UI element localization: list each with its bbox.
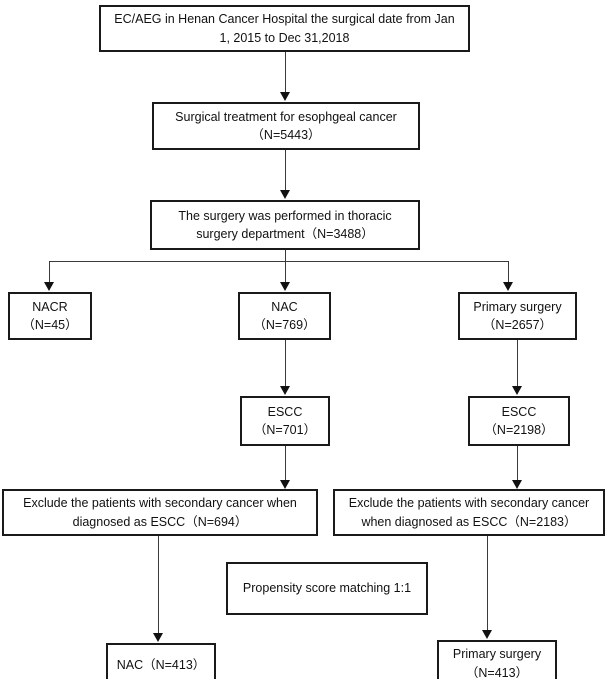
connector-escc-primary-to-exclusion [517, 446, 518, 481]
node-surgical-treatment-label: Surgical treatment for esophgeal cancer … [175, 109, 397, 142]
connector-split-stem [285, 250, 286, 261]
connector-surgical-to-thoracic [285, 150, 286, 191]
node-source-cohort: EC/AEG in Henan Cancer Hospital the surg… [99, 5, 470, 52]
node-escc-nac: ESCC （N=701） [240, 396, 330, 446]
connector-split-to-nac [285, 261, 286, 283]
node-exclude-nac: Exclude the patients with secondary canc… [2, 489, 318, 536]
arrowhead-exclusion-to-final-primary [482, 630, 492, 639]
node-propensity-matching-label: Propensity score matching 1:1 [242, 581, 412, 596]
arrowhead-primary-surgery-to-escc [512, 386, 522, 395]
arrowhead-split-to-nac [280, 282, 290, 291]
node-nac-label: NAC （N=769） [253, 299, 316, 332]
node-source-cohort-label: EC/AEG in Henan Cancer Hospital the surg… [114, 12, 455, 45]
connector-nac-to-escc [285, 340, 286, 387]
arrowhead-escc-nac-to-exclusion [280, 480, 290, 489]
arrowhead-surgical-to-thoracic [280, 190, 290, 199]
node-final-primary-surgery-label: Primary surgery （N=413） [452, 647, 542, 679]
connector-split-to-nacr [49, 261, 50, 283]
node-escc-primary-label: ESCC （N=2198） [484, 404, 554, 437]
node-thoracic-department-label: The surgery was performed in thoracic su… [178, 208, 392, 241]
node-nacr: NACR （N=45） [8, 292, 92, 340]
connector-exclusion-to-final-primary [487, 536, 488, 631]
connector-source-to-surgical [285, 52, 286, 93]
connector-primary-surgery-to-escc [517, 340, 518, 387]
node-primary-surgery: Primary surgery （N=2657） [458, 292, 577, 340]
node-nacr-label: NACR （N=45） [22, 299, 78, 332]
arrowhead-split-to-primary-surgery [503, 282, 513, 291]
node-exclude-nac-label: Exclude the patients with secondary canc… [23, 496, 297, 529]
arrowhead-split-to-nacr [44, 282, 54, 291]
arrowhead-source-to-surgical [280, 92, 290, 101]
node-escc-primary: ESCC （N=2198） [468, 396, 570, 446]
node-exclude-primary-label: Exclude the patients with secondary canc… [348, 496, 590, 529]
arrowhead-escc-primary-to-exclusion [512, 480, 522, 489]
node-nac: NAC （N=769） [238, 292, 331, 340]
node-propensity-matching: Propensity score matching 1:1 [226, 562, 428, 615]
arrowhead-nac-to-escc [280, 386, 290, 395]
node-escc-nac-label: ESCC （N=701） [253, 404, 317, 437]
connector-split-bus [49, 261, 508, 262]
node-thoracic-department: The surgery was performed in thoracic su… [150, 200, 420, 250]
connector-exclusion-to-final-nac [158, 536, 159, 634]
arrowhead-exclusion-to-final-nac [153, 633, 163, 642]
connector-split-to-primary-surgery [508, 261, 509, 283]
connector-escc-nac-to-exclusion [285, 446, 286, 481]
node-surgical-treatment: Surgical treatment for esophgeal cancer … [152, 102, 420, 150]
node-final-nac-label: NAC（N=413） [116, 657, 206, 672]
node-primary-surgery-label: Primary surgery （N=2657） [473, 299, 562, 332]
node-exclude-primary: Exclude the patients with secondary canc… [333, 489, 605, 536]
node-final-nac: NAC（N=413） [106, 643, 216, 679]
node-final-primary-surgery: Primary surgery （N=413） [437, 640, 557, 679]
